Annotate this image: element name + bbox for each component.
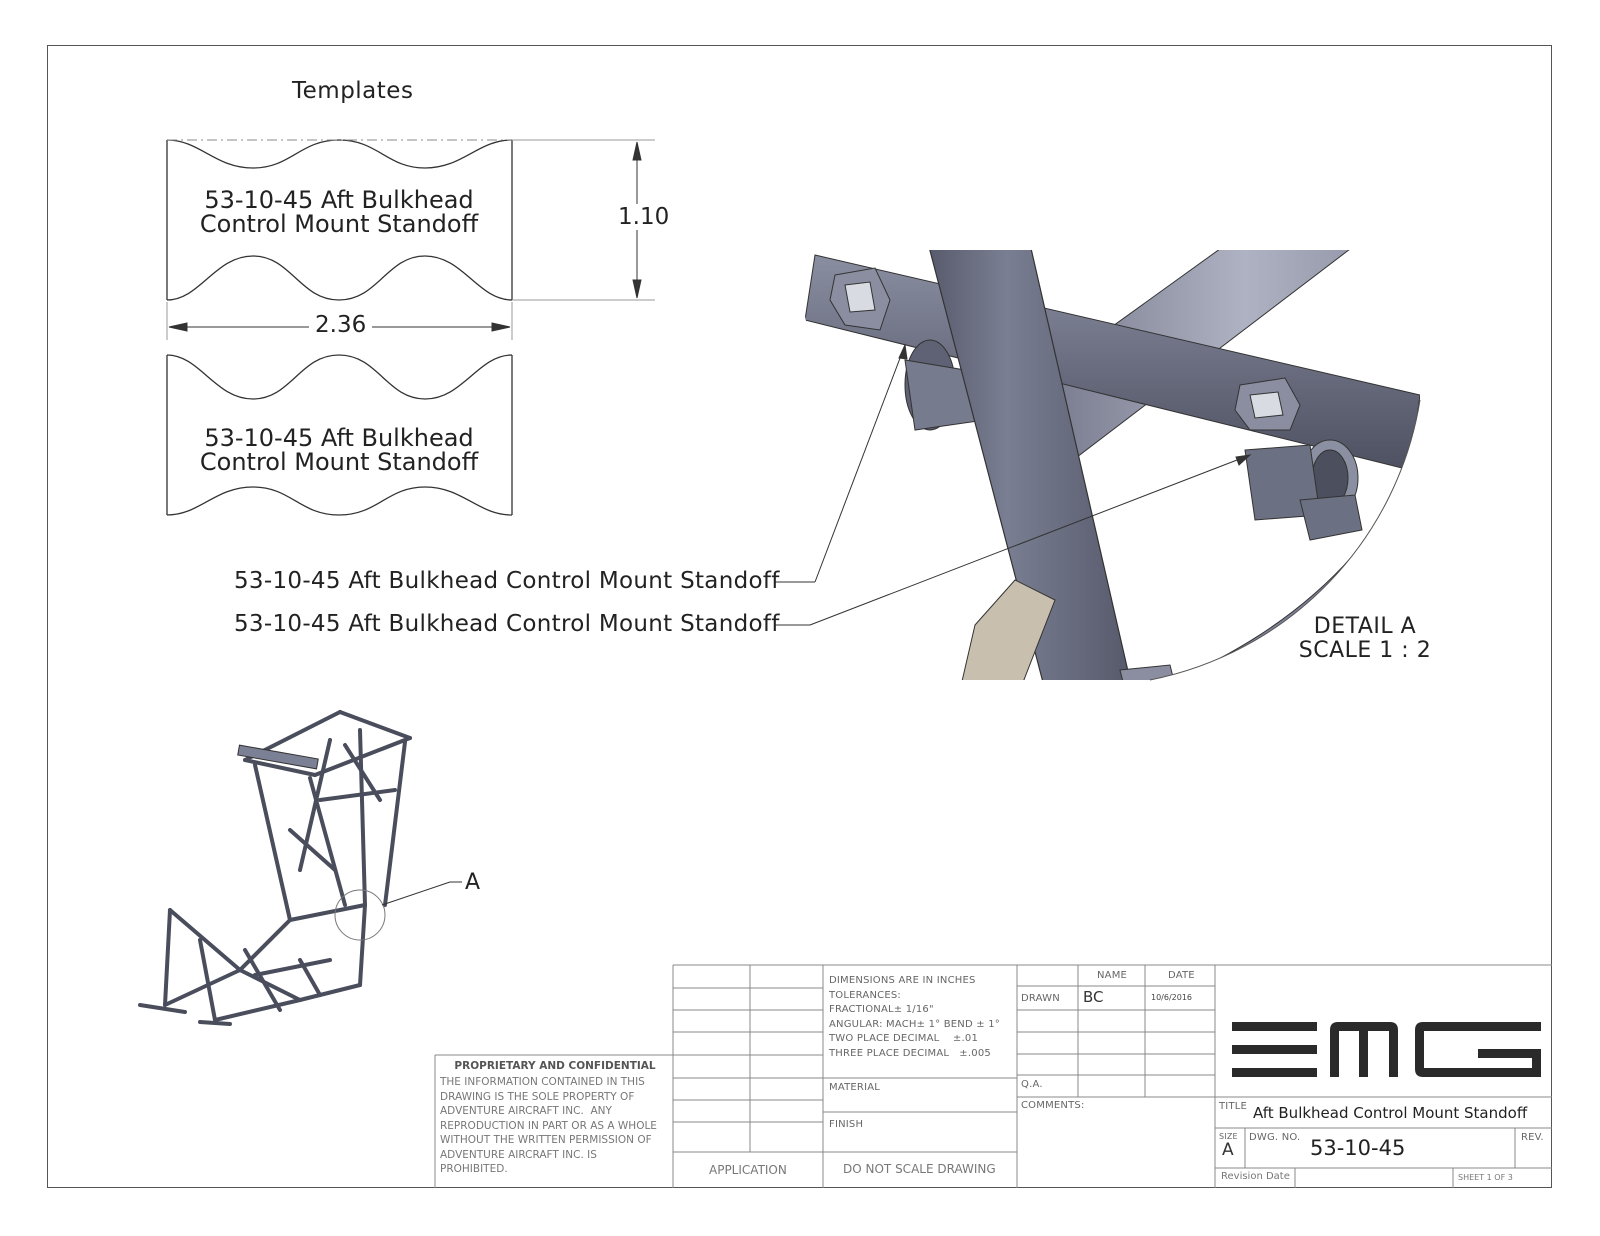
drawing-sheet-border: [47, 45, 1552, 1188]
dimensions-note-line: TOLERANCES:: [829, 989, 901, 1001]
proprietary-line: PROHIBITED.: [440, 1163, 508, 1175]
detail-a-label: DETAIL A SCALE 1 : 2: [1290, 615, 1440, 663]
height-dimension: [512, 139, 655, 301]
detail-a-title: DETAIL A: [1313, 614, 1417, 639]
template-2-label-line1: 53-10-45 Aft Bulkhead: [204, 424, 474, 452]
proprietary-body: THE INFORMATION CONTAINED IN THIS DRAWIN…: [440, 1075, 670, 1177]
proprietary-line: REPRODUCTION IN PART OR AS A WHOLE: [440, 1119, 657, 1132]
width-dimension: [166, 302, 513, 340]
isometric-frame-view: [138, 710, 412, 1026]
dwg-no-label: DWG. NO.: [1249, 1132, 1301, 1143]
template-1-label: 53-10-45 Aft Bulkhead Control Mount Stan…: [169, 188, 509, 236]
dimensions-note-line: THREE PLACE DECIMAL ±.005: [829, 1047, 991, 1059]
template-1-label-line2: Control Mount Standoff: [199, 210, 479, 238]
detail-a-leader: [381, 881, 451, 906]
revision-date-label: Revision Date: [1221, 1171, 1290, 1182]
proprietary-line: ADVENTURE AIRCRAFT INC. ANY: [440, 1105, 612, 1117]
drawn-name: BC: [1083, 988, 1104, 1006]
detail-a-reference: A: [465, 870, 481, 895]
callout-1-label: 53-10-45 Aft Bulkhead Control Mount Stan…: [234, 568, 780, 594]
size-label: SIZE: [1219, 1132, 1238, 1141]
dimensions-note-line: TWO PLACE DECIMAL ±.01: [829, 1033, 979, 1044]
width-dimension-value: 2.36: [309, 312, 373, 338]
drawn-label: DRAWN: [1021, 993, 1060, 1004]
size-value: A: [1222, 1140, 1234, 1160]
material-label: MATERIAL: [829, 1082, 881, 1093]
templates-title: Templates: [292, 78, 414, 104]
detail-a-view: [804, 250, 1420, 680]
rev-label: REV.: [1521, 1132, 1544, 1143]
proprietary-line: DRAWING IS THE SOLE PROPERTY OF: [440, 1090, 635, 1103]
template-1-label-line1: 53-10-45 Aft Bulkhead: [204, 186, 474, 214]
name-header: NAME: [1097, 970, 1128, 981]
application-label: APPLICATION: [709, 1163, 787, 1177]
proprietary-line: WITHOUT THE WRITTEN PERMISSION OF: [440, 1134, 652, 1146]
date-header: DATE: [1168, 970, 1195, 981]
proprietary-title: PROPRIETARY AND CONFIDENTIAL: [454, 1060, 656, 1072]
comments-label: COMMENTS:: [1021, 1100, 1085, 1111]
finish-label: FINISH: [829, 1119, 864, 1130]
dimensions-note-line: ANGULAR: MACH± 1° BEND ± 1°: [829, 1018, 1000, 1030]
do-not-scale-label: DO NOT SCALE DRAWING: [843, 1162, 996, 1176]
height-dimension-value: 1.10: [612, 204, 676, 230]
sheet-label: SHEET 1 OF 3: [1458, 1173, 1513, 1182]
emg-logo: [1232, 1022, 1541, 1077]
detail-a-scale: SCALE 1 : 2: [1298, 638, 1432, 663]
drawn-date: 10/6/2016: [1151, 993, 1193, 1002]
qa-label: Q.A.: [1021, 1079, 1043, 1090]
title-value: Aft Bulkhead Control Mount Standoff: [1253, 1104, 1528, 1122]
dwg-no-value: 53-10-45: [1310, 1136, 1406, 1160]
dimensions-note-line: FRACTIONAL± 1/16": [829, 1004, 934, 1015]
template-2-label-line2: Control Mount Standoff: [199, 448, 479, 476]
proprietary-line: THE INFORMATION CONTAINED IN THIS: [440, 1076, 645, 1088]
template-2-label: 53-10-45 Aft Bulkhead Control Mount Stan…: [169, 426, 509, 474]
detail-boundary: [1149, 399, 1421, 681]
dimensions-note-line: DIMENSIONS ARE IN INCHES: [829, 975, 976, 986]
template-2-outline: [166, 354, 513, 516]
title-block-grid: [434, 964, 1552, 1188]
template-1-outline: [166, 139, 513, 301]
isometric-top-bar: [237, 744, 319, 770]
callout-leaders: [775, 343, 1252, 626]
proprietary-line: ADVENTURE AIRCRAFT INC. IS: [440, 1148, 597, 1161]
title-label: TITLE: [1219, 1101, 1248, 1112]
callout-2-label: 53-10-45 Aft Bulkhead Control Mount Stan…: [234, 611, 780, 637]
dimensions-note: DIMENSIONS ARE IN INCHES TOLERANCES: FRA…: [829, 974, 1019, 1061]
detail-a-marker-circle: [334, 889, 386, 941]
